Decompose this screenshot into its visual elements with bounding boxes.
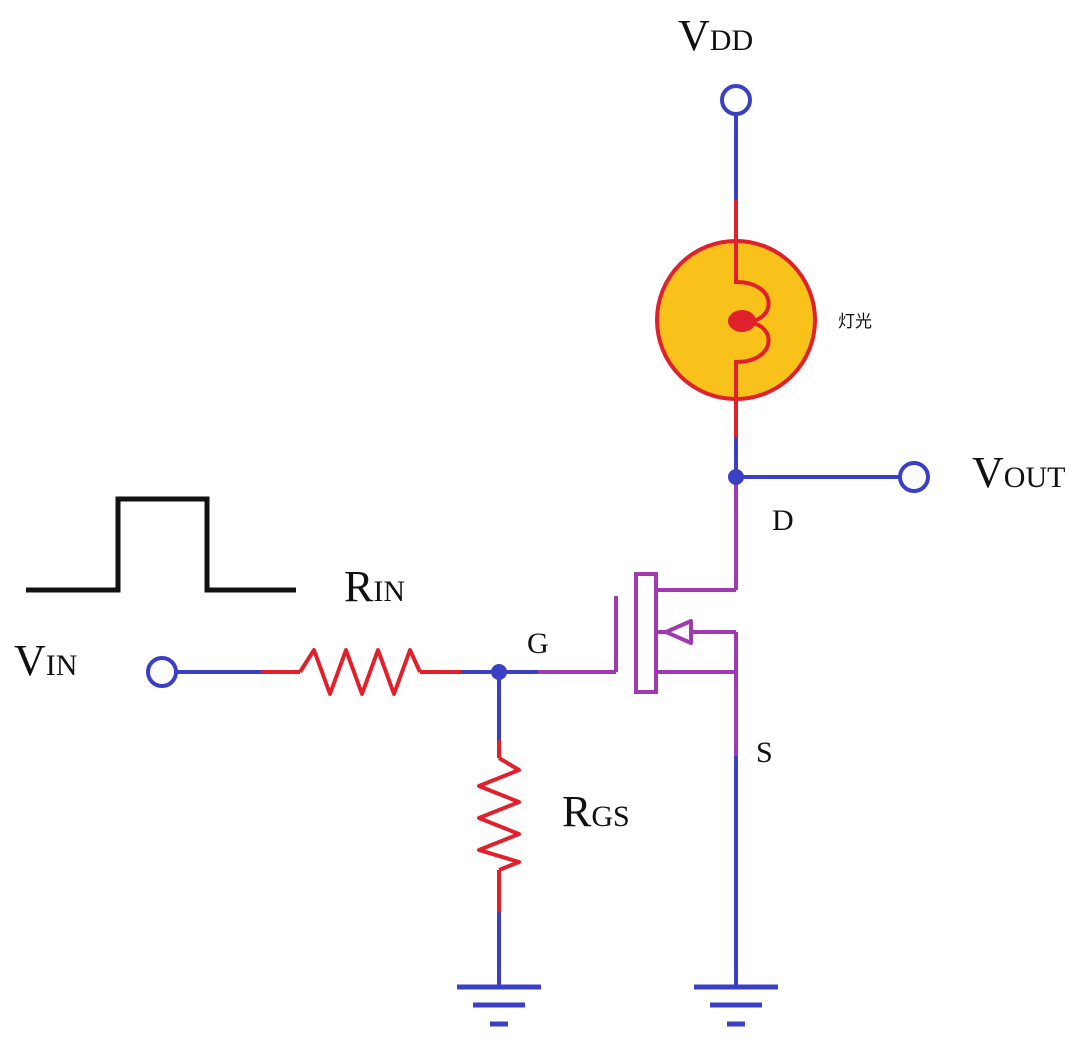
mosfet-arrow (664, 619, 693, 645)
input-pulse-waveform (26, 496, 296, 593)
drain-label: D (772, 504, 794, 537)
ground-symbol-left (457, 984, 541, 1027)
rgs-resistor (477, 756, 521, 872)
ground-symbol-right (694, 984, 778, 1027)
lamp-label: 灯光 (838, 312, 872, 332)
gate-label: G (527, 627, 549, 660)
vout-label: VOUT (972, 448, 1065, 497)
vin-label: VIN (14, 636, 77, 685)
rgs-label: RGS (562, 787, 630, 836)
rin-label: RIN (344, 562, 405, 611)
rin-resistor (298, 648, 422, 696)
vin-terminal (146, 656, 178, 688)
vdd-terminal (720, 84, 752, 116)
vout-terminal (898, 461, 930, 493)
vdd-label: VDD (678, 11, 753, 60)
source-label: S (756, 736, 773, 769)
lamp-glow-dot (728, 310, 756, 332)
mosfet-channel (634, 572, 658, 694)
